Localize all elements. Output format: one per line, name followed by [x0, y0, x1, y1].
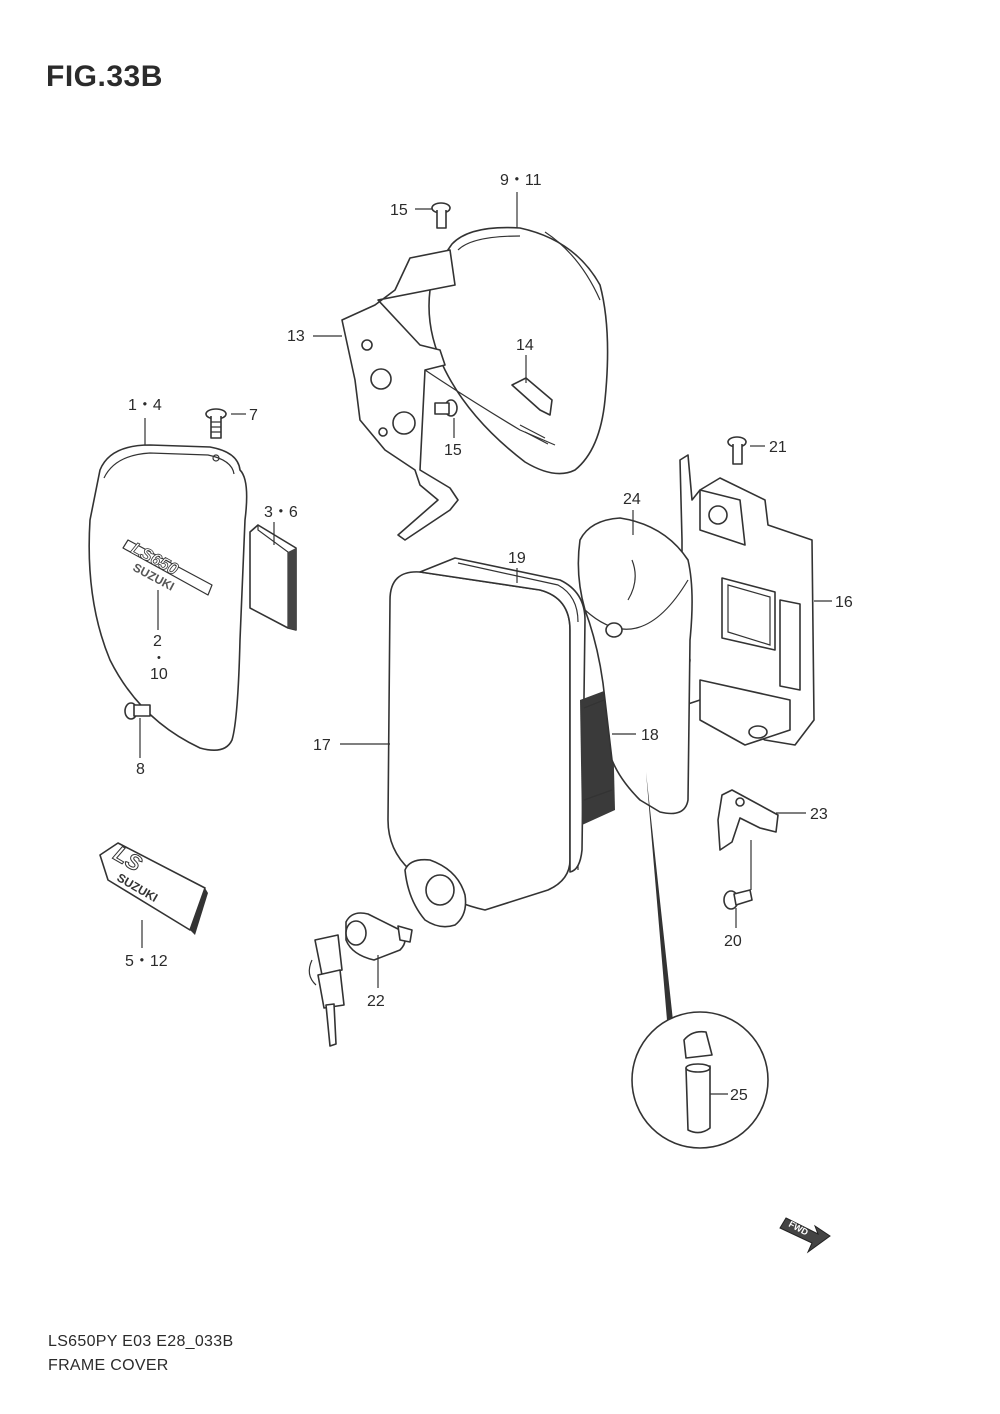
callout-14: 14: [516, 337, 534, 354]
callout-16: 16: [835, 594, 853, 611]
callout-19: 19: [508, 550, 526, 567]
bracket-13: [341, 249, 556, 541]
cushion-pad: [249, 524, 297, 631]
tape-18: [580, 688, 615, 825]
callout-22: 22: [367, 993, 385, 1010]
callout-13: 13: [287, 328, 305, 345]
callout-21: 21: [769, 439, 787, 456]
tool-bracket-16: [679, 454, 815, 746]
lock-set-22: [308, 858, 467, 1047]
fwd-arrow-icon: FWD: [779, 1217, 831, 1254]
figure-title: FIG.33B: [46, 60, 163, 93]
callout-3-6: 3・6: [264, 504, 298, 521]
callout-5-12: 5・12: [125, 953, 168, 970]
side-cover-left: LS650 SUZUKI: [88, 444, 248, 751]
callout-17: 17: [313, 737, 331, 754]
callout-8: 8: [136, 761, 145, 778]
side-cover-right: [428, 226, 609, 475]
screw-15-lower: [434, 399, 458, 417]
callout-1-4: 1・4: [128, 397, 162, 414]
callout-23: 23: [810, 806, 828, 823]
screw-20: [723, 889, 753, 910]
callout-7: 7: [249, 407, 258, 424]
callout-24: 24: [623, 491, 641, 508]
detail-circle-25: [631, 772, 769, 1149]
callout-2: 2: [153, 633, 162, 650]
callout-25: 25: [730, 1087, 748, 1104]
cover-24: [577, 517, 693, 815]
ls-badge: LS SUZUKI: [99, 840, 208, 935]
clip-14: [511, 377, 553, 445]
tool-box-17: [387, 571, 579, 911]
callout-15-top: 15: [390, 202, 408, 219]
callout-18: 18: [641, 727, 659, 744]
bolt-8: [124, 702, 151, 720]
leader-lines: [139, 192, 832, 1095]
callout-20: 20: [724, 933, 742, 950]
callout-9-11: 9・11: [500, 172, 542, 189]
seal-19: [419, 557, 586, 873]
screw-15-top: [431, 202, 451, 229]
callout-labels: 1・4 7 3・6 2 • 10 8 5・12 9・11 15 13 14 15…: [125, 172, 853, 1104]
callout-10: 10: [150, 666, 168, 683]
callout-15-lower: 15: [444, 442, 462, 459]
clamp-23: [717, 789, 779, 851]
svg-text:•: •: [157, 652, 161, 664]
footer-diagram-name: FRAME COVER: [48, 1357, 169, 1374]
screw-21: [727, 436, 747, 465]
screw-7: [205, 408, 227, 439]
footer-model-code: LS650PY E03 E28_033B: [48, 1333, 234, 1350]
